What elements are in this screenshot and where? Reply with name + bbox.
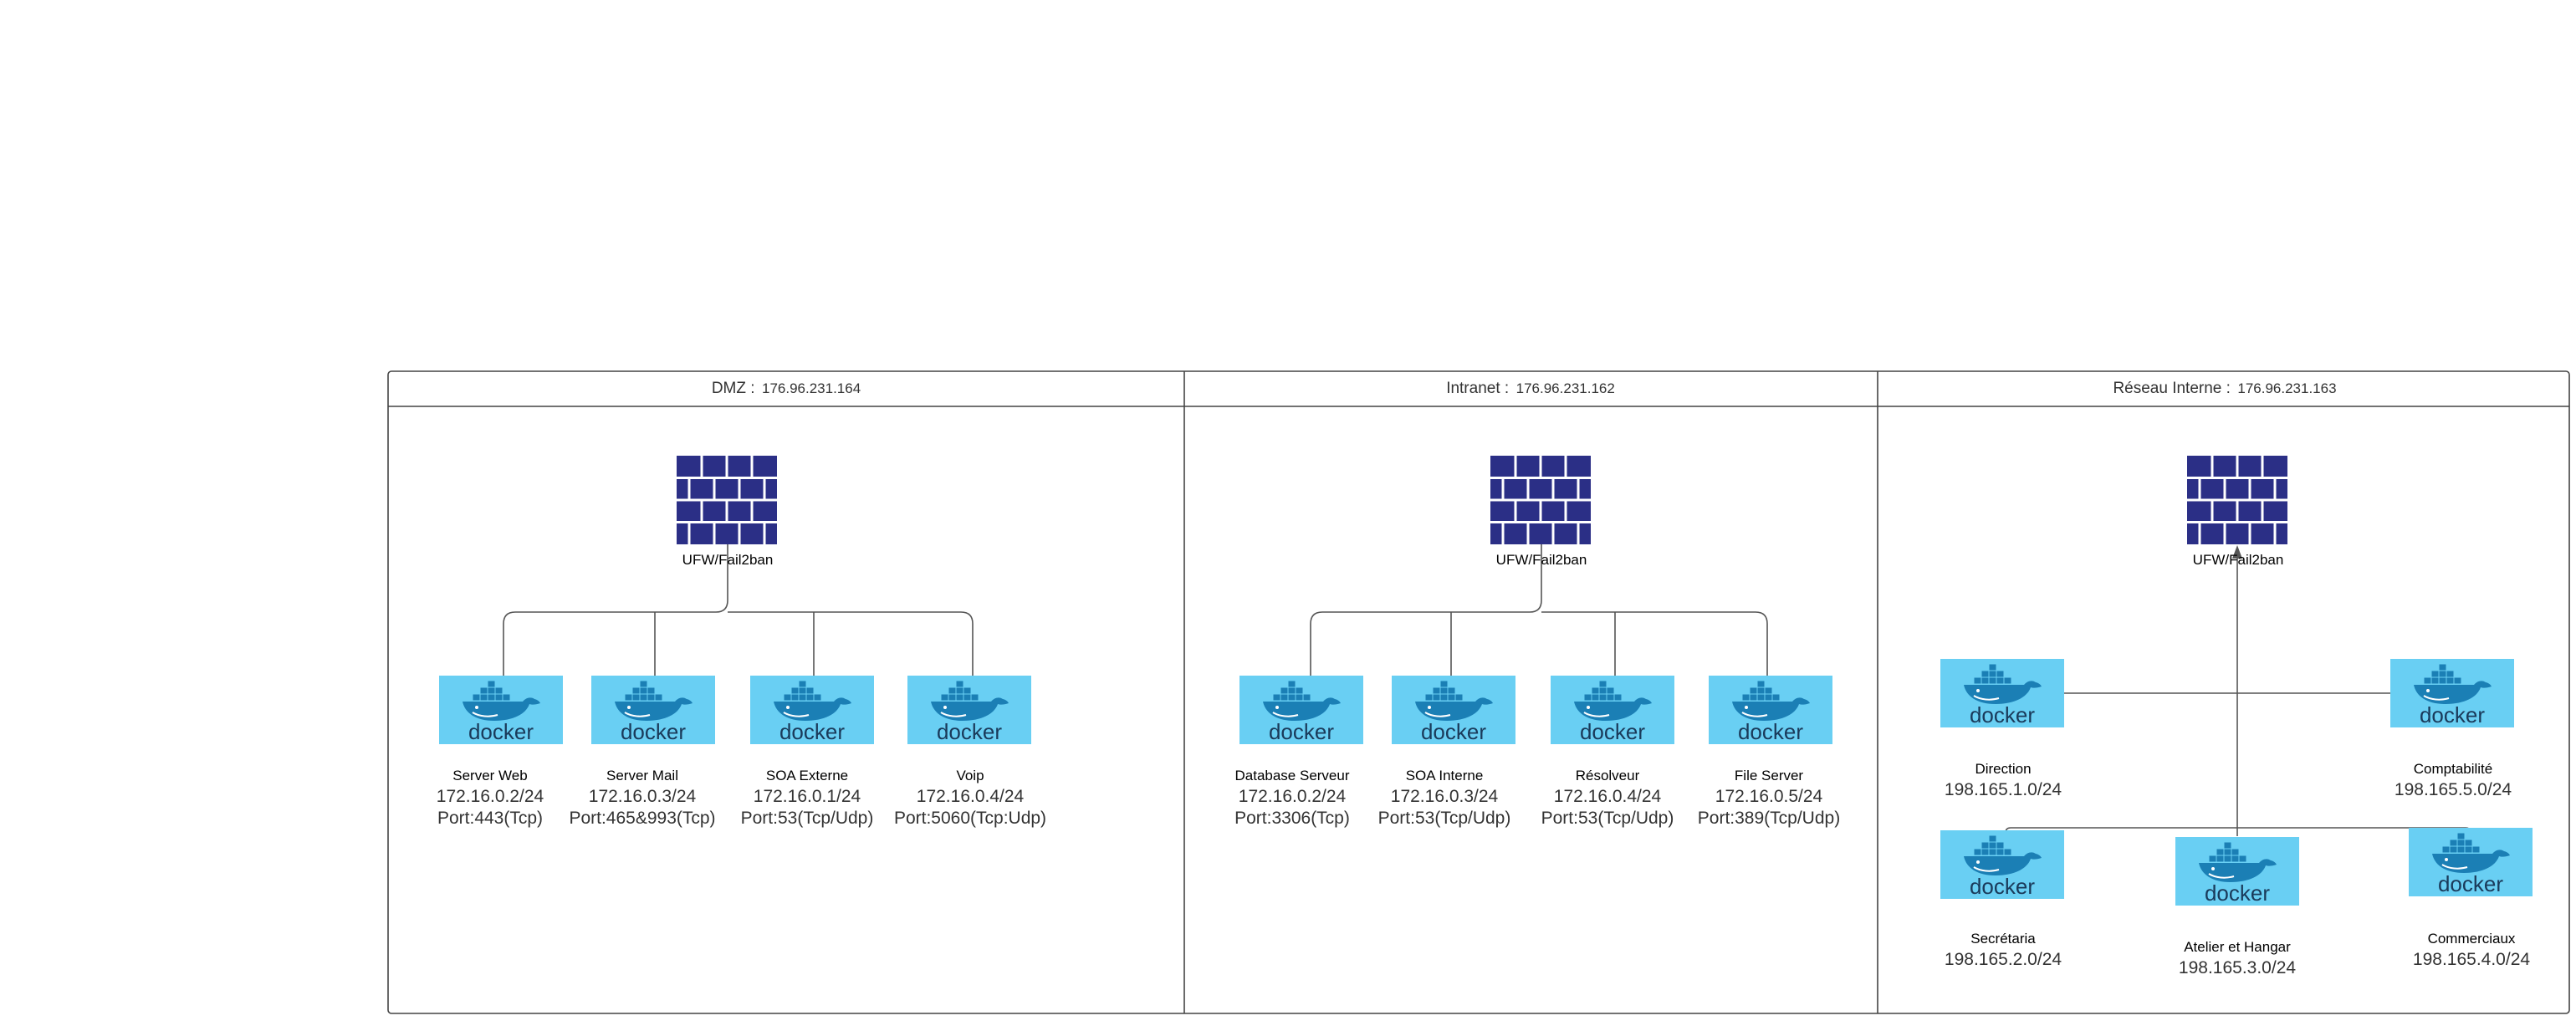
container-address: 172.16.0.4/24 <box>917 787 1025 806</box>
container-name: SOA Interne <box>1406 768 1484 783</box>
container-address: 198.165.2.0/24 <box>1945 950 2062 969</box>
container-address: 172.16.0.2/24 <box>437 787 544 806</box>
container-name: Atelier et Hangar <box>2184 939 2291 955</box>
container-name: File Server <box>1735 768 1804 783</box>
container-port: Port:5060(Tcp:Udp) <box>894 809 1046 828</box>
container-name: SOA Externe <box>766 768 848 783</box>
svg-text:docker: docker <box>1970 874 2035 899</box>
container-address: 172.16.0.5/24 <box>1715 787 1823 806</box>
container-name: Secrétaria <box>1970 931 2036 947</box>
container-port: Port:443(Tcp) <box>437 809 543 828</box>
container-name: Database Serveur <box>1234 768 1349 783</box>
zone-header-reseau-interne: Réseau Interne : 176.96.231.163 <box>2113 380 2336 397</box>
connector <box>503 544 728 676</box>
container-name: Commerciaux <box>2428 931 2516 947</box>
docker-icon: docker <box>591 676 715 744</box>
container-name: Résolveur <box>1576 768 1640 783</box>
firewall-icon <box>2185 454 2289 546</box>
container-port: Port:53(Tcp/Udp) <box>1378 809 1511 828</box>
container-address: 198.165.5.0/24 <box>2395 780 2512 799</box>
container-address: 172.16.0.3/24 <box>589 787 697 806</box>
container-port: Port:3306(Tcp) <box>1234 809 1350 828</box>
svg-text:docker: docker <box>779 719 845 744</box>
svg-text:docker: docker <box>1580 719 1645 744</box>
svg-text:docker: docker <box>937 719 1002 744</box>
container-address: 172.16.0.3/24 <box>1391 787 1499 806</box>
docker-icon: docker <box>1392 676 1515 744</box>
docker-icon: docker <box>1940 659 2064 727</box>
docker-icon: docker <box>1709 676 1832 744</box>
docker-icon: docker <box>907 676 1031 744</box>
container-port: Port:53(Tcp/Udp) <box>1541 809 1674 828</box>
firewall-label: UFW/Fail2ban <box>1496 552 1587 568</box>
container-address: 198.165.4.0/24 <box>2413 950 2530 969</box>
container-name: Direction <box>1975 761 2031 777</box>
container-address: 198.165.3.0/24 <box>2179 958 2296 977</box>
docker-icon: docker <box>439 676 563 744</box>
docker-icon: docker <box>2409 828 2533 896</box>
svg-text:docker: docker <box>1738 719 1803 744</box>
docker-icon: docker <box>2390 659 2514 727</box>
container-port: Port:53(Tcp/Udp) <box>741 809 874 828</box>
firewall-label: UFW/Fail2ban <box>682 552 774 568</box>
docker-icon: docker <box>750 676 874 744</box>
svg-text:docker: docker <box>2420 702 2485 727</box>
container-port: Port:465&993(Tcp) <box>569 809 715 828</box>
connector <box>1541 611 1768 676</box>
zone-intranet: UFW/Fail2ban docker Database Serveur 172… <box>1234 454 1840 828</box>
zone-header-intranet: Intranet : 176.96.231.162 <box>1446 380 1615 397</box>
svg-text:docker: docker <box>2438 871 2503 896</box>
container-name: Comptabilité <box>2414 761 2493 777</box>
container-name: Server Mail <box>606 768 678 783</box>
container-name: Voip <box>956 768 984 783</box>
svg-text:docker: docker <box>1421 719 1486 744</box>
docker-icon: docker <box>2175 837 2299 906</box>
svg-text:docker: docker <box>2205 880 2270 906</box>
container-address: 198.165.1.0/24 <box>1945 780 2062 799</box>
container-address: 172.16.0.1/24 <box>754 787 861 806</box>
connector <box>1310 544 1542 676</box>
svg-text:docker: docker <box>621 719 686 744</box>
svg-text:docker: docker <box>1970 702 2035 727</box>
docker-icon: docker <box>1551 676 1674 744</box>
container-port: Port:389(Tcp/Udp) <box>1698 809 1840 828</box>
docker-icon: docker <box>1940 830 2064 899</box>
connector <box>728 611 974 676</box>
docker-icon: docker <box>1239 676 1363 744</box>
zone-reseau-interne: UFW/Fail2ban docker Direction 198.165.1.… <box>1940 454 2533 977</box>
zone-header-dmz: DMZ : 176.96.231.164 <box>712 380 861 397</box>
container-address: 172.16.0.2/24 <box>1239 787 1347 806</box>
firewall-label: UFW/Fail2ban <box>2193 552 2284 568</box>
svg-text:docker: docker <box>1269 719 1334 744</box>
arrow-icon <box>2232 545 2242 559</box>
zone-dmz: UFW/Fail2ban docker Server Web 172.16.0.… <box>437 454 1046 828</box>
svg-text:docker: docker <box>468 719 534 744</box>
firewall-icon <box>1489 454 1592 546</box>
container-name: Server Web <box>452 768 527 783</box>
container-address: 172.16.0.4/24 <box>1554 787 1662 806</box>
firewall-icon <box>675 454 779 546</box>
